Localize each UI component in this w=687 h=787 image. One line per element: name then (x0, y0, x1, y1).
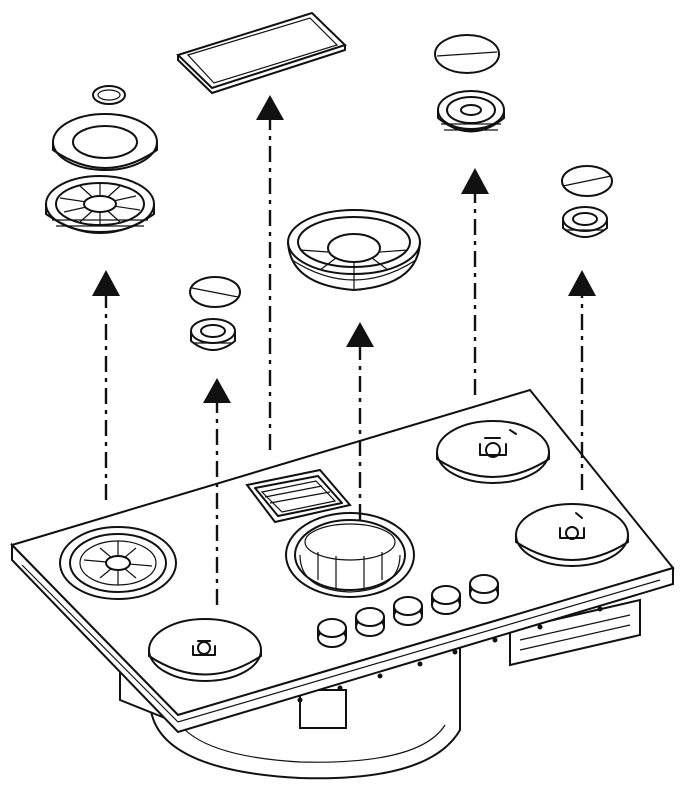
arrow-up-icon (346, 322, 374, 347)
wok-burner-crown (287, 209, 421, 291)
large-burner-head (45, 175, 155, 234)
hob-burner-rear-right (436, 420, 550, 484)
knob-2 (355, 607, 385, 637)
right-bracket-ribs (519, 614, 631, 651)
large-burner-flame-ring (52, 113, 158, 171)
arrow-up-icon (461, 168, 489, 194)
hob-body (10, 388, 675, 780)
rear-right-burner-cap (434, 34, 500, 74)
trim-line (21, 564, 661, 723)
junction-box (299, 689, 347, 729)
hob-burner-large-left (59, 526, 177, 600)
hob-wok-well (285, 512, 415, 598)
front-left-burner-head (190, 318, 236, 351)
assembly-guides (92, 95, 596, 605)
right-bracket (509, 598, 641, 667)
large-burner-cap-small (92, 85, 126, 105)
knob-3 (393, 596, 423, 626)
right-burner-cap (561, 165, 613, 197)
hob-griddle-recess (245, 468, 352, 524)
arrow-up-icon (203, 378, 231, 403)
hob-burner-right (515, 503, 629, 567)
hob-burner-front-left (148, 618, 262, 682)
arrow-up-icon (92, 270, 120, 296)
griddle-plate (176, 11, 347, 94)
right-burner-head (562, 206, 608, 238)
knob-5 (469, 574, 499, 604)
rear-right-burner-head (437, 90, 505, 133)
arrow-up-icon (568, 270, 596, 296)
control-knobs (317, 574, 499, 648)
knob-1 (317, 618, 347, 648)
screw-holes (297, 606, 603, 703)
glass-top-edge (11, 542, 674, 734)
knob-4 (431, 585, 461, 615)
arrow-up-icon (256, 95, 284, 120)
front-left-burner-cap (189, 276, 241, 308)
